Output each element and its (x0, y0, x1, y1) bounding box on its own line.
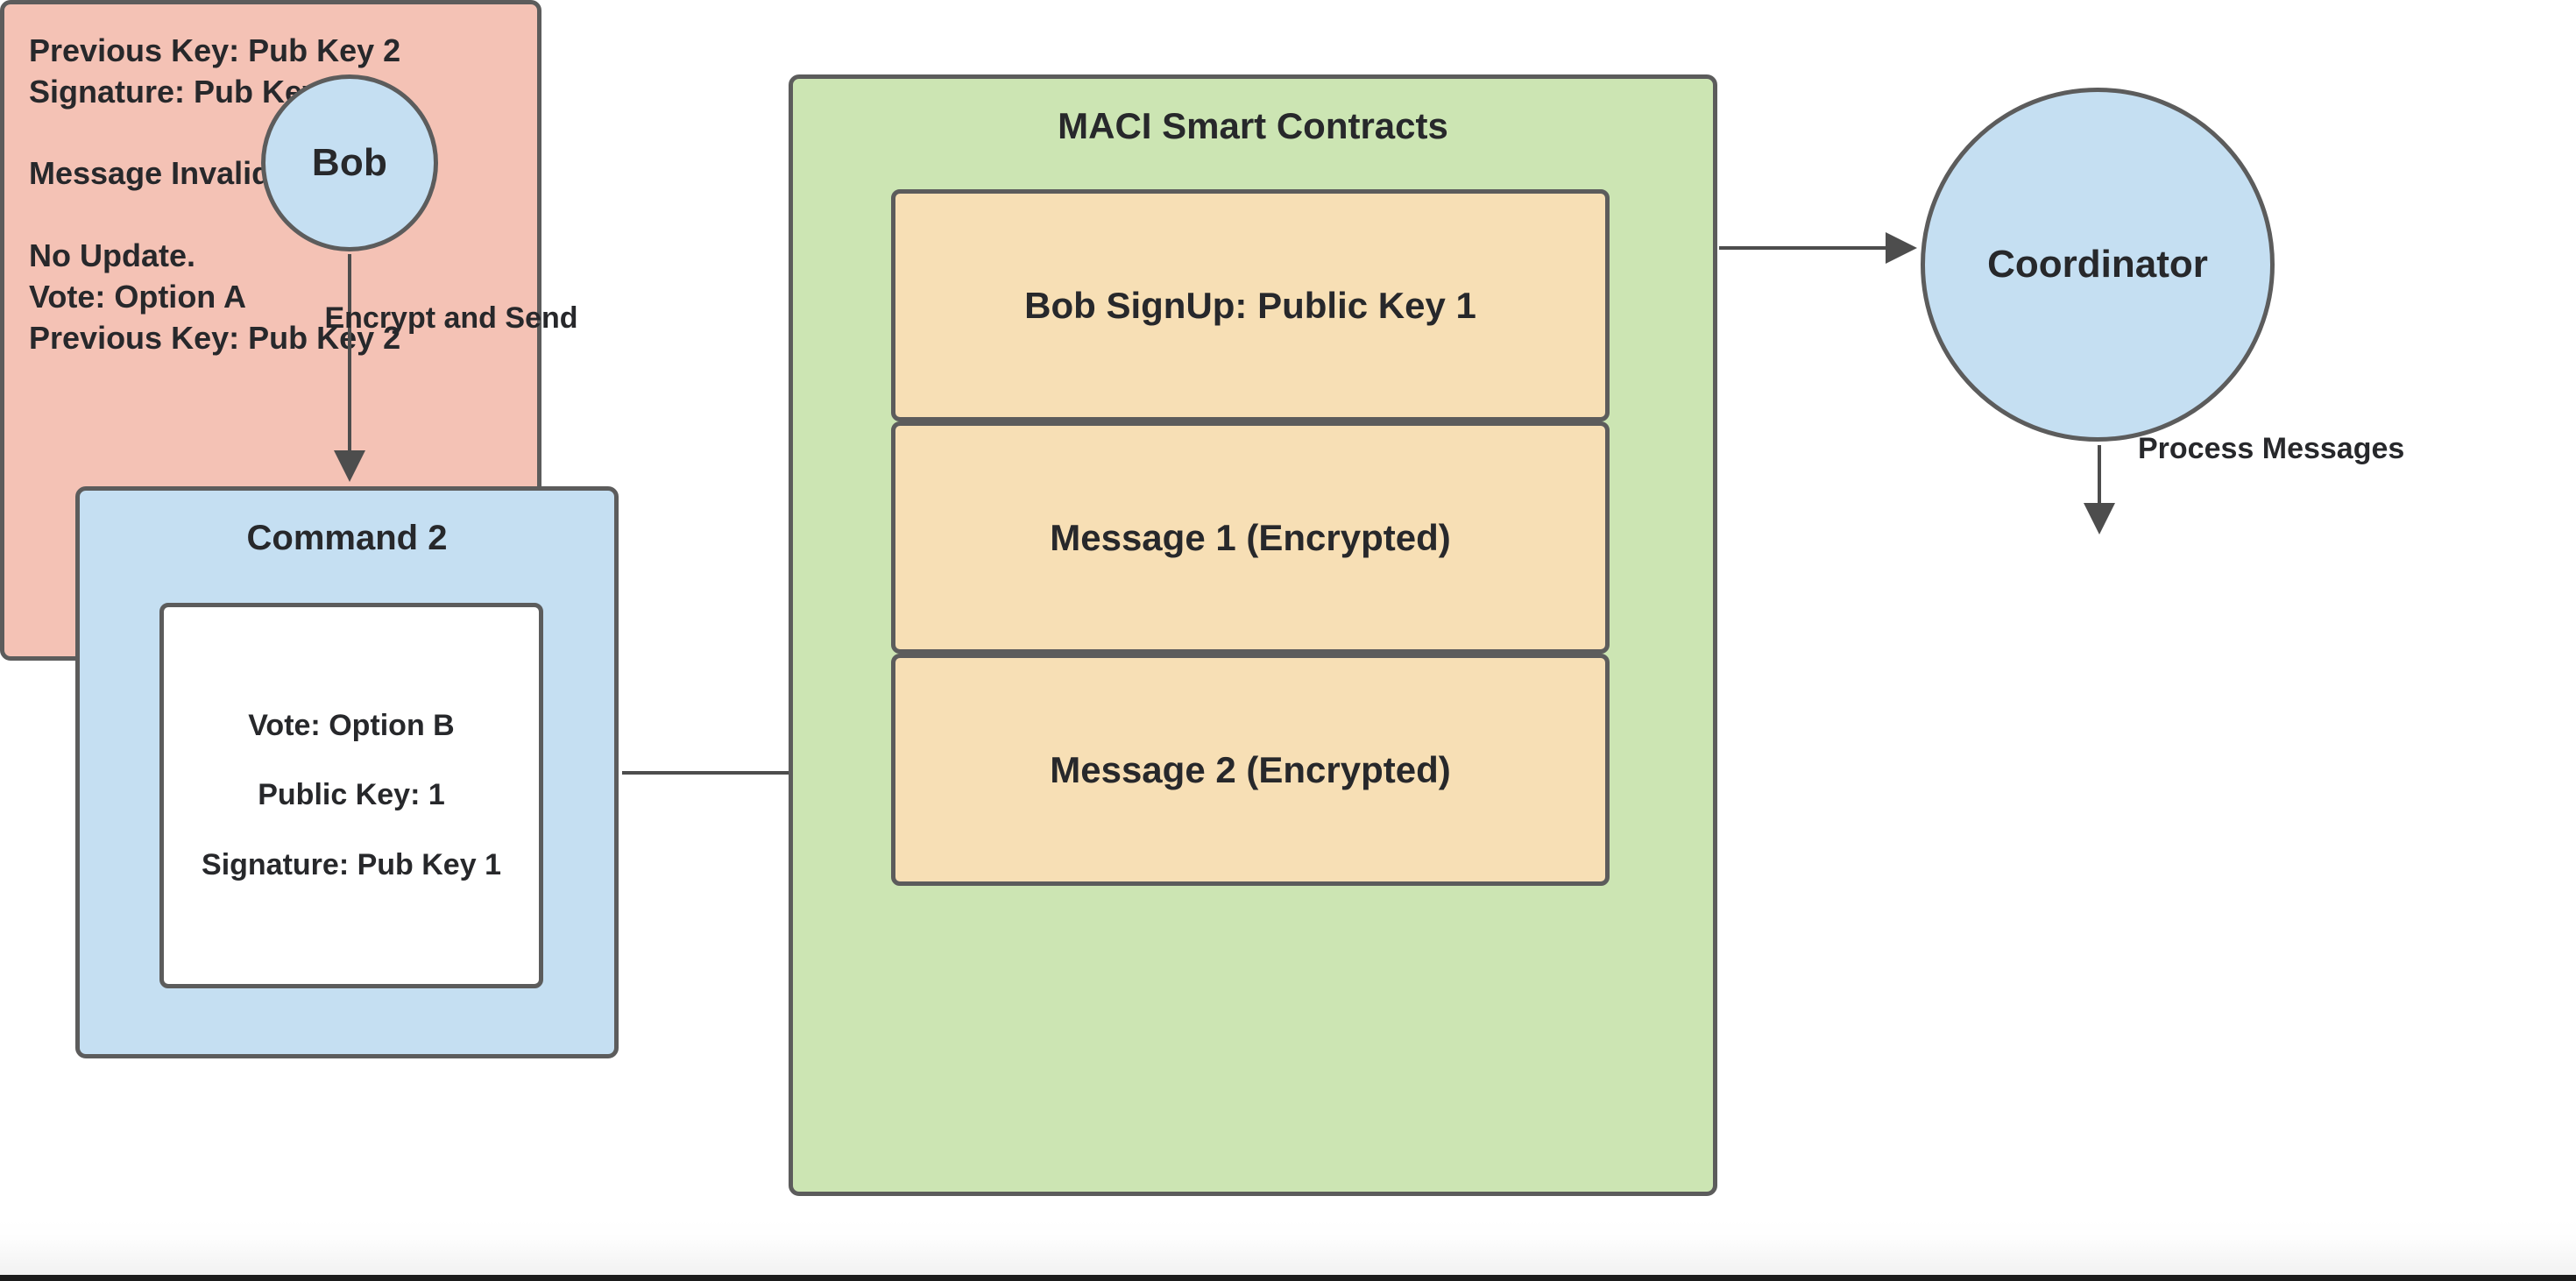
command-field-signature: Signature: Pub Key 1 (202, 847, 501, 881)
command-2-fields-panel: Vote: Option B Public Key: 1 Signature: … (159, 603, 543, 988)
container-maci-smart-contracts[interactable]: MACI Smart Contracts Bob SignUp: Public … (789, 74, 1717, 1196)
command-field-vote: Vote: Option B (248, 708, 455, 742)
node-bob-label: Bob (311, 141, 388, 184)
node-bob[interactable]: Bob (261, 74, 438, 251)
bottom-rule (0, 1275, 2576, 1281)
bottom-fade-strip (0, 1220, 2576, 1275)
maci-item-label: Bob SignUp: Public Key 1 (1024, 284, 1476, 326)
maci-item-label: Message 1 (Encrypted) (1050, 516, 1451, 558)
maci-item-message-1[interactable]: Message 1 (Encrypted) (891, 421, 1610, 654)
maci-container-title: MACI Smart Contracts (1058, 105, 1448, 146)
edge-label-process-messages: Process Messages (2138, 432, 2405, 465)
command-2-title: Command 2 (246, 519, 448, 557)
maci-item-label: Message 2 (Encrypted) (1050, 748, 1451, 790)
node-command-2[interactable]: Command 2 Vote: Option B Public Key: 1 S… (75, 486, 619, 1058)
command-field-public-key: Public Key: 1 (258, 778, 445, 812)
node-coordinator[interactable]: Coordinator (1921, 88, 2275, 442)
edge-label-encrypt-and-send: Encrypt and Send (324, 301, 578, 335)
node-coordinator-label: Coordinator (1987, 243, 2208, 286)
maci-item-bob-signup[interactable]: Bob SignUp: Public Key 1 (891, 189, 1610, 421)
maci-item-message-2[interactable]: Message 2 (Encrypted) (891, 654, 1610, 886)
